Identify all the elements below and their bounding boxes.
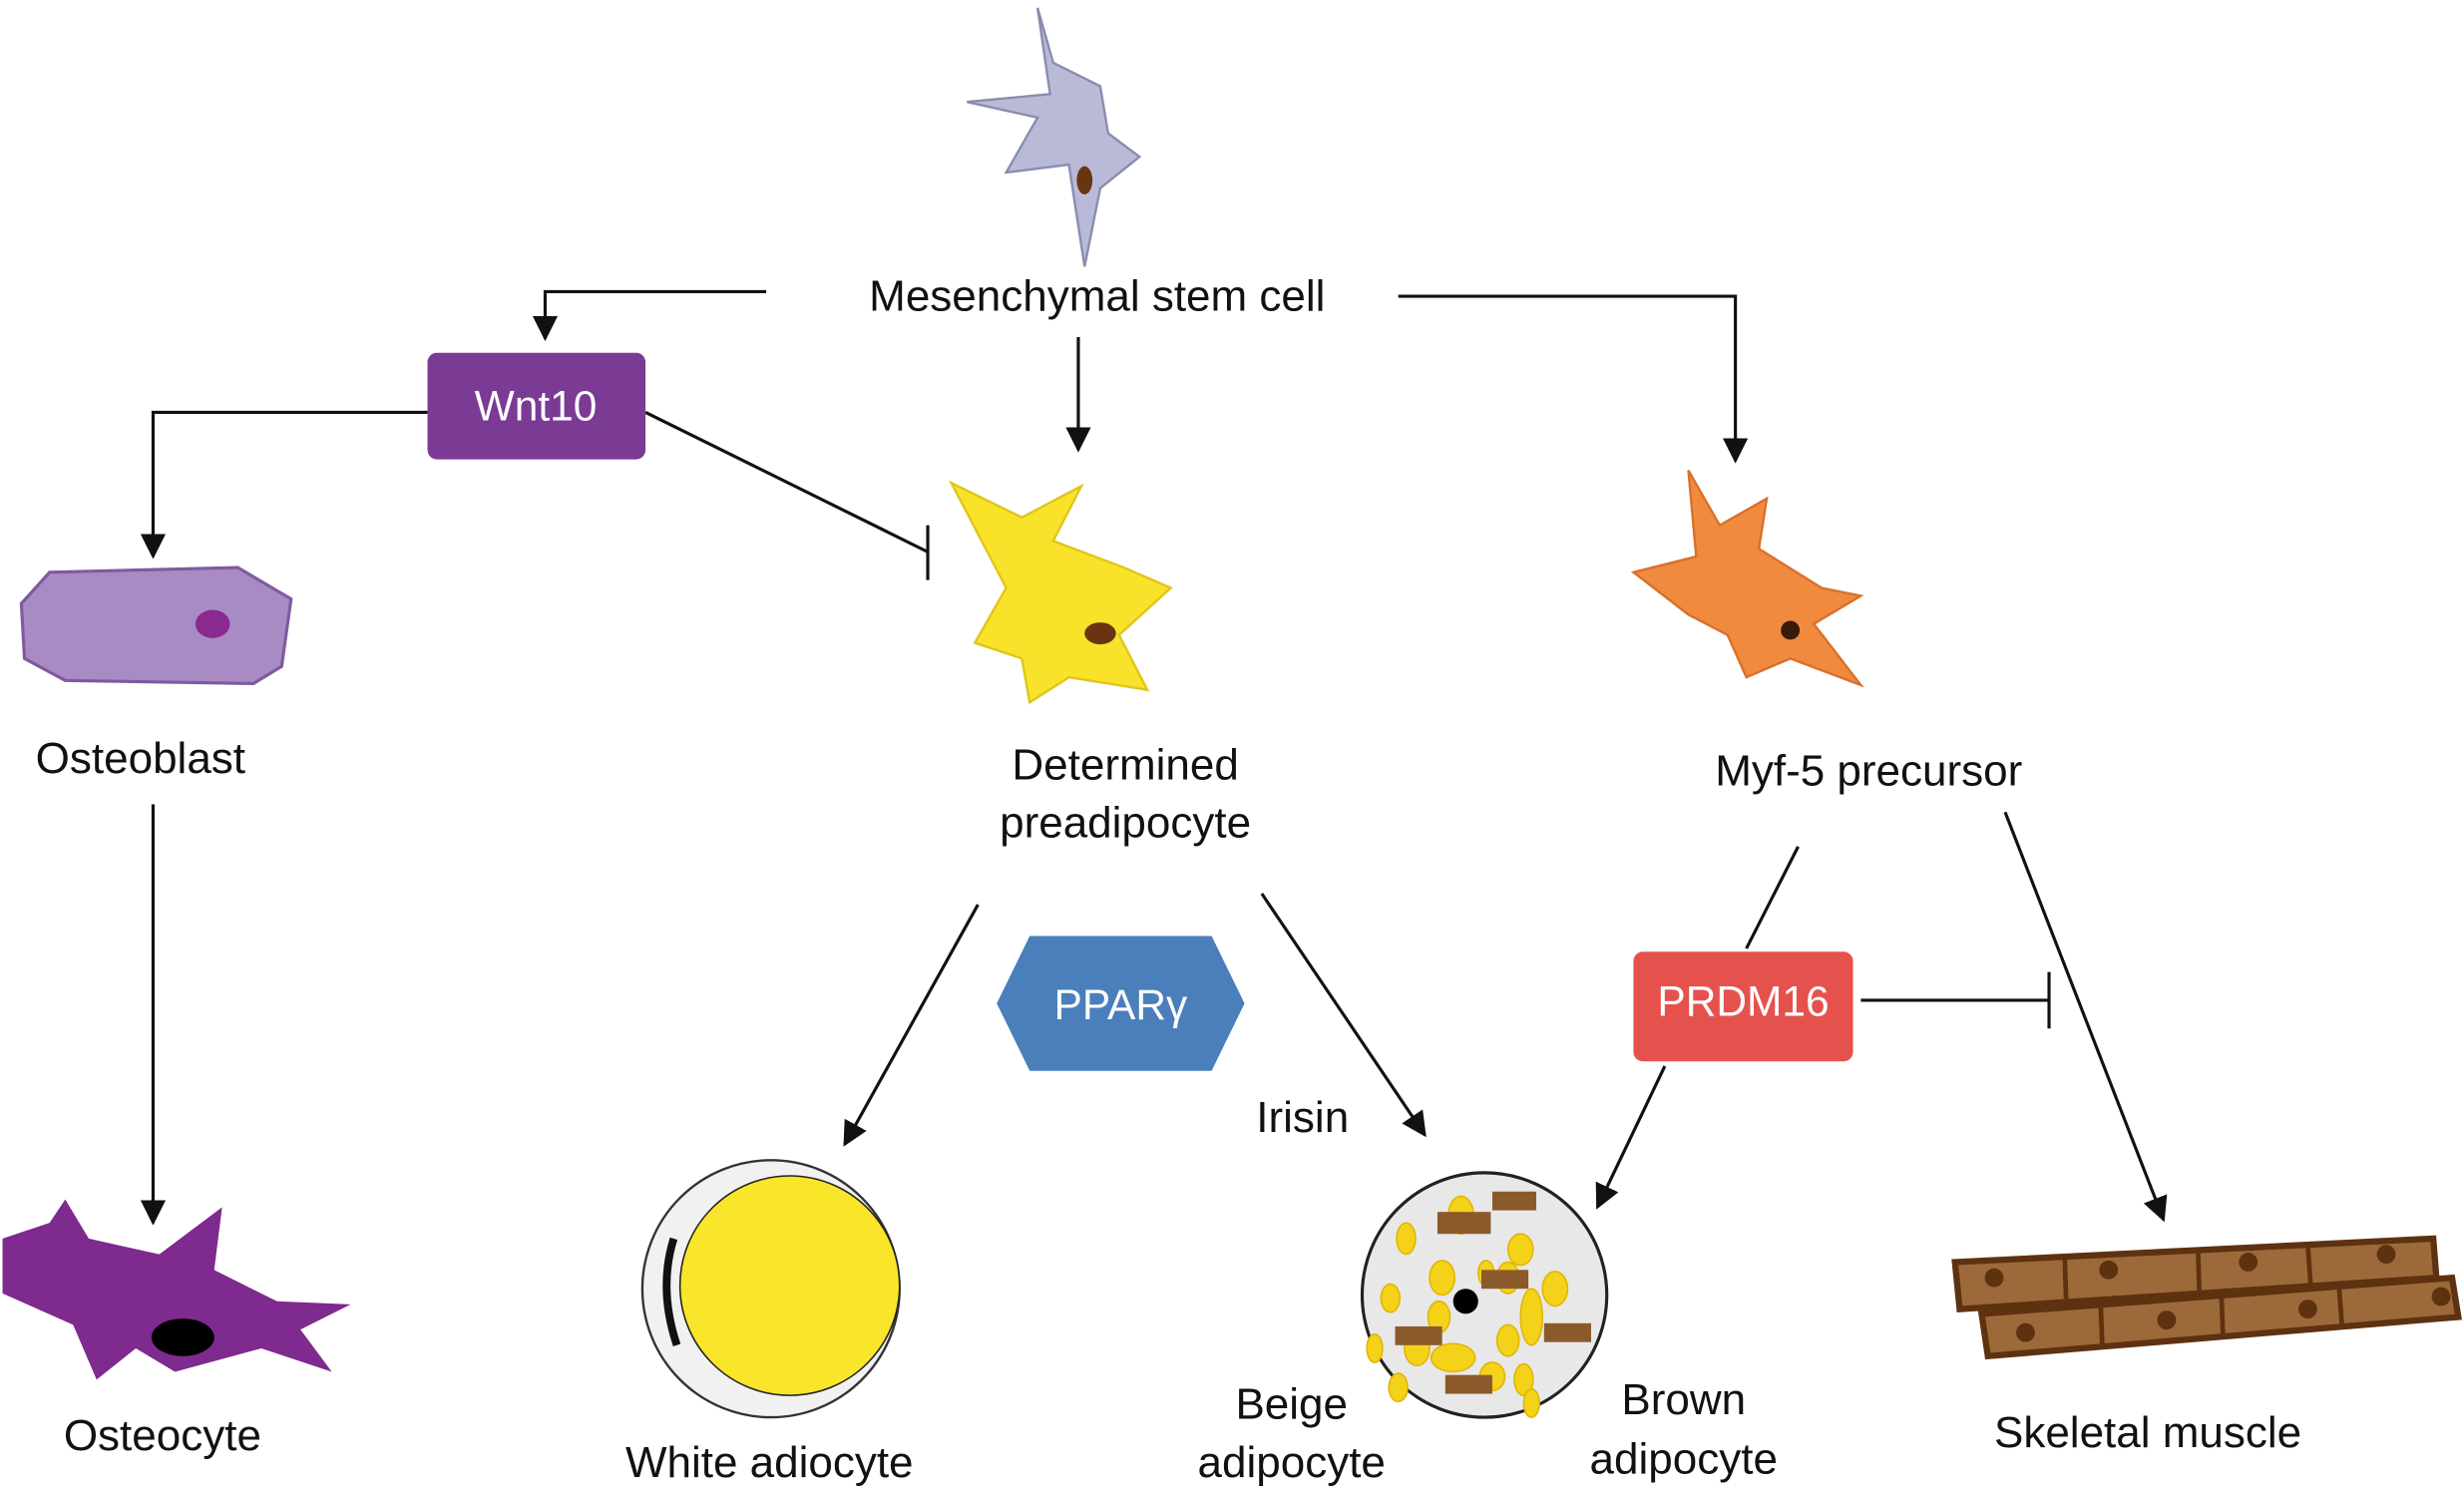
brown-adipocyte-label-line1: Brown bbox=[1621, 1375, 1746, 1424]
ppar-gamma-label: PPARγ bbox=[1054, 981, 1188, 1028]
brown-adipocyte-icon bbox=[1360, 1171, 1609, 1419]
inhibit-prdm16-muscle bbox=[1860, 971, 2051, 1029]
wnt10-label: Wnt10 bbox=[475, 382, 598, 429]
myf5-label: Myf-5 precursor bbox=[1715, 747, 2022, 796]
prdm16-box: PRDM16 bbox=[1633, 951, 1853, 1062]
arrow-to-osteoblast bbox=[140, 410, 428, 559]
osteoblast-label: Osteoblast bbox=[36, 734, 245, 783]
arrow-msc-wnt10 bbox=[532, 289, 767, 342]
osteocyte-label: Osteocyte bbox=[64, 1411, 261, 1460]
preadipocyte-label-line1: Determined bbox=[1012, 740, 1238, 789]
brown-adipocyte-label-line2: adipocyte bbox=[1590, 1435, 1778, 1484]
prdm16-label: PRDM16 bbox=[1657, 978, 1829, 1025]
osteocyte-icon bbox=[2, 1199, 351, 1380]
osteoblast-icon bbox=[19, 565, 293, 685]
skeletal-muscle-icon bbox=[1951, 1235, 2462, 1360]
white-adipocyte-icon bbox=[640, 1159, 901, 1419]
arrow-to-white-adipocyte bbox=[843, 904, 980, 1147]
beige-adipocyte-label-line1: Beige bbox=[1235, 1380, 1348, 1429]
msc-label: Mesenchymal stem cell bbox=[869, 271, 1325, 320]
mesenchymal-stem-cell-icon bbox=[967, 7, 1142, 267]
beige-adipocyte-label-line2: adipocyte bbox=[1198, 1438, 1386, 1487]
wnt10-box: Wnt10 bbox=[427, 352, 646, 460]
irisin-label: Irisin bbox=[1256, 1093, 1349, 1142]
arrow-to-skeletal-muscle bbox=[2003, 811, 2168, 1223]
skeletal-muscle-label: Skeletal muscle bbox=[1994, 1408, 2301, 1457]
line-myf5-prdm16 bbox=[1745, 846, 1800, 949]
ppar-gamma-hexagon: PPARγ bbox=[997, 935, 1245, 1071]
arrow-to-myf5 bbox=[1398, 294, 1749, 464]
myf5-precursor-icon bbox=[1630, 470, 1864, 688]
inhibit-wnt10-preadipocyte bbox=[644, 411, 930, 580]
preadipocyte-icon bbox=[948, 480, 1173, 705]
arrow-to-brown-adipocyte bbox=[1595, 1065, 1667, 1210]
preadipocyte-label-line2: preadipocyte bbox=[1000, 798, 1251, 847]
white-adipocyte-label: White adiocyte bbox=[625, 1438, 914, 1487]
arrow-to-beige-adipocyte bbox=[1260, 893, 1427, 1138]
